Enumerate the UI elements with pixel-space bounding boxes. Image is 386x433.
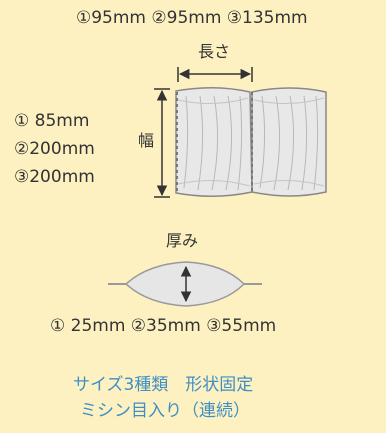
cushion-panel-2 [251, 87, 327, 197]
length-arrow [177, 67, 253, 82]
width-label: 幅 [138, 131, 155, 150]
length-dimensions: ①95mm ②95mm ③135mm [76, 8, 308, 28]
cross-section [108, 261, 262, 307]
cushion-panel-1 [175, 86, 253, 198]
width-arrow [154, 88, 170, 198]
feature-perforation: ミシン目入り（連続） [80, 401, 250, 421]
thickness-label: 厚み [166, 231, 199, 250]
feature-sizes: サイズ3種類 形状固定 [73, 375, 254, 395]
thickness-dimensions: ① 25mm ②35mm ③55mm [50, 316, 277, 336]
width-dimension-3: ③200mm [14, 167, 95, 187]
width-dimension-2: ②200mm [14, 139, 95, 159]
width-dimension-1: ① 85mm [14, 111, 90, 131]
length-label: 長さ [198, 42, 231, 61]
